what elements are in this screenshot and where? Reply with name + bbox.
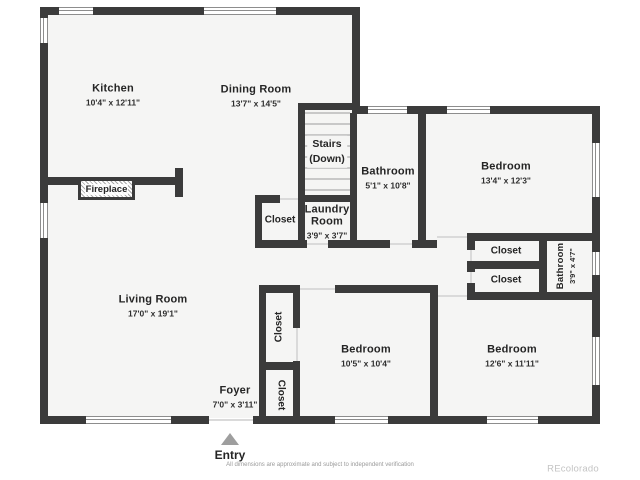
stair-tread — [305, 112, 350, 114]
door-opening — [209, 419, 253, 421]
wall — [490, 106, 600, 114]
closet-label-dining: Closet — [264, 214, 296, 226]
wall — [298, 103, 357, 110]
window-symbol — [40, 18, 48, 43]
room-label-bathroom-main: Bathroom 5'1" x 10'8" — [361, 165, 415, 191]
door-opening — [438, 295, 467, 297]
window-symbol — [447, 106, 490, 114]
room-label-dining-room: Dining Room 13'7" x 14'5" — [220, 83, 292, 109]
wall — [335, 285, 437, 293]
window-symbol — [204, 7, 276, 15]
window-symbol — [592, 143, 600, 197]
room-label-stairs: Stairs (Down) — [307, 135, 347, 169]
wall — [467, 283, 475, 300]
wall — [467, 241, 475, 250]
window-symbol — [368, 106, 407, 114]
wall — [352, 106, 368, 114]
fireplace-label: Fireplace — [84, 183, 129, 195]
entry-arrow-icon — [221, 433, 239, 445]
closet-label-hall-2: Closet — [490, 274, 522, 286]
wall — [259, 285, 300, 293]
closet-label-bedroom: Closet — [273, 311, 285, 343]
wall — [430, 285, 438, 417]
brand-watermark: REcolorado — [547, 463, 599, 475]
wall — [298, 103, 305, 202]
wall — [538, 416, 600, 424]
stair-tread — [305, 134, 350, 136]
wall — [328, 240, 357, 248]
door-opening — [300, 288, 335, 290]
door-opening — [296, 328, 298, 361]
wall — [40, 416, 86, 424]
wall — [298, 195, 305, 248]
wall — [255, 240, 305, 248]
door-opening — [307, 243, 328, 245]
door-opening — [280, 198, 298, 200]
stair-tread — [305, 178, 350, 180]
door-opening — [470, 272, 472, 283]
room-label-bathroom-small: Bathroom 3'9" x 4'7" — [554, 242, 577, 290]
wall — [259, 285, 266, 417]
window-symbol — [592, 337, 600, 385]
wall — [388, 416, 487, 424]
wall — [175, 168, 183, 197]
room-label-bedroom-ne: Bedroom 13'4" x 12'3" — [481, 160, 531, 186]
door-opening — [437, 236, 467, 238]
stair-tread — [305, 189, 350, 191]
wall — [350, 113, 357, 248]
wall — [592, 275, 600, 337]
wall — [467, 261, 547, 269]
closet-label-hall-1: Closet — [490, 245, 522, 257]
wall — [259, 362, 300, 370]
wall — [276, 7, 360, 15]
room-label-kitchen: Kitchen 10'4" x 12'11" — [85, 82, 141, 108]
window-symbol — [592, 252, 600, 275]
entry-label: Entry — [214, 448, 246, 462]
wall — [171, 416, 209, 424]
room-label-laundry-room: Laundry Room 3'9" x 3'7" — [304, 203, 350, 240]
window-symbol — [40, 203, 48, 238]
wall — [255, 195, 280, 203]
room-label-foyer: Foyer 7'0" x 3'11" — [212, 384, 258, 410]
wall — [253, 416, 335, 424]
room-label-bedroom-se: Bedroom 12'6" x 11'11" — [485, 343, 539, 369]
wall — [40, 7, 48, 18]
wall — [40, 238, 48, 424]
wall — [293, 361, 300, 417]
wall — [93, 7, 204, 15]
window-symbol — [487, 416, 538, 424]
window-symbol — [335, 416, 388, 424]
wall — [418, 113, 426, 248]
window-symbol — [86, 416, 171, 424]
wall — [255, 195, 262, 248]
room-label-living-room: Living Room 17'0" x 19'1" — [118, 293, 188, 319]
stair-tread — [305, 123, 350, 125]
wall — [40, 7, 59, 15]
wall — [592, 385, 600, 424]
wall — [467, 292, 600, 300]
window-symbol — [59, 7, 93, 15]
room-label-bedroom-mid: Bedroom 10'5" x 10'4" — [341, 343, 391, 369]
wall — [40, 43, 48, 203]
wall — [467, 233, 600, 241]
fireplace: Fireplace — [78, 178, 135, 200]
wall — [539, 233, 547, 300]
closet-label-foyer: Closet — [275, 379, 287, 411]
wall — [293, 285, 300, 328]
disclaimer-text: All dimensions are approximate and subje… — [226, 462, 414, 468]
wall — [592, 197, 600, 252]
wall — [407, 106, 447, 114]
wall — [592, 106, 600, 143]
wall — [298, 195, 357, 202]
wall — [357, 240, 390, 248]
wall — [352, 7, 360, 114]
door-opening — [390, 243, 412, 245]
door-opening — [470, 250, 472, 261]
